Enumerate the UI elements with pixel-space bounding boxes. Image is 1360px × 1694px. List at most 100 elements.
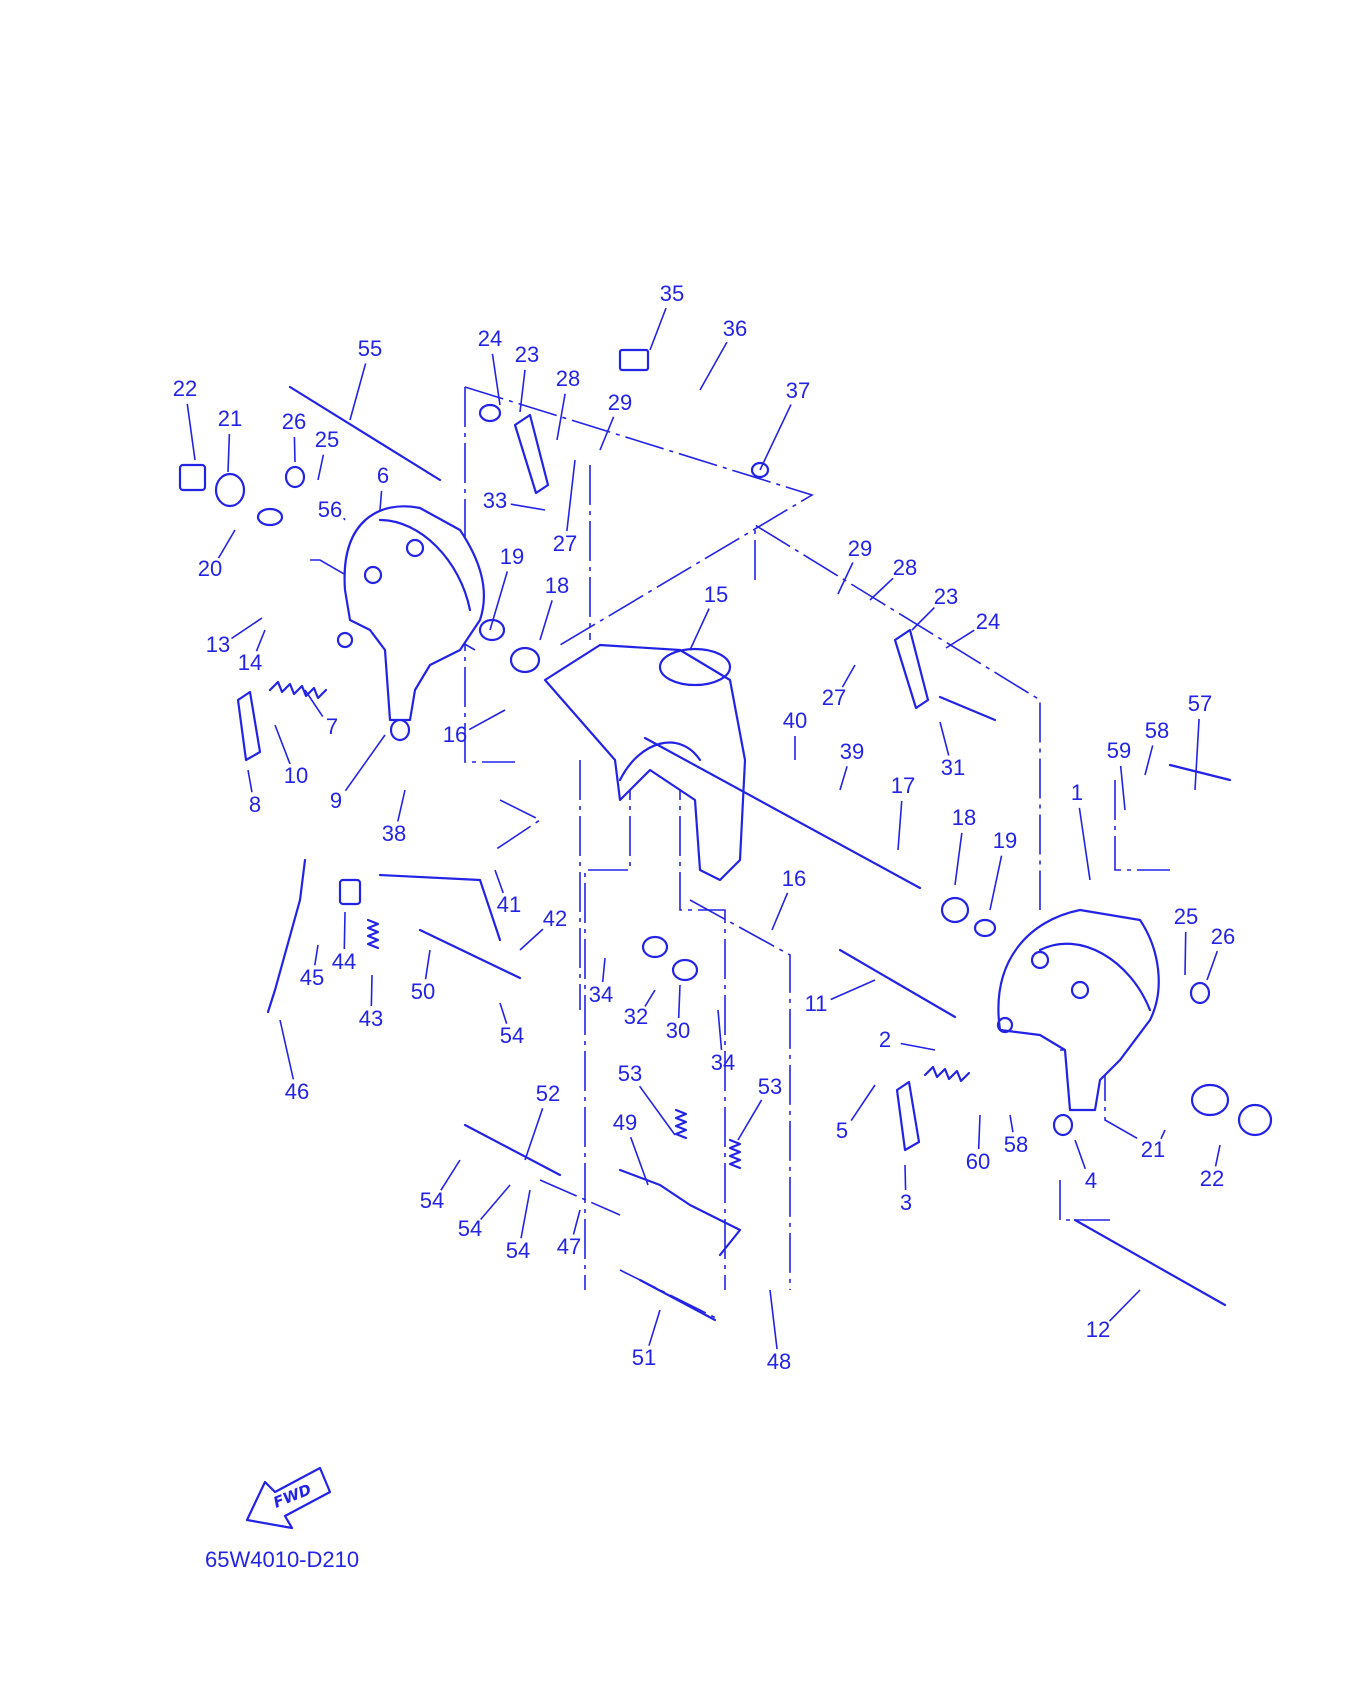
callout-label: 39 — [840, 739, 864, 764]
part-control-rod — [266, 858, 307, 1014]
callout-label: 56 — [318, 497, 342, 522]
callout-label: 55 — [358, 336, 382, 361]
callout-label: 44 — [332, 949, 356, 974]
callout-label: 26 — [1211, 924, 1235, 949]
callout-label: 24 — [478, 326, 502, 351]
callout-leader — [227, 433, 231, 473]
callout-leader — [397, 789, 406, 822]
callout-label: 26 — [282, 409, 306, 434]
callout-label: 16 — [443, 722, 467, 747]
callout-label: 23 — [934, 584, 958, 609]
callout-leader — [954, 832, 963, 886]
callout-label: 35 — [660, 281, 684, 306]
callout-label: 27 — [553, 531, 577, 556]
part-springs — [268, 680, 971, 1170]
callout-label: 18 — [952, 805, 976, 830]
callout-label: 21 — [218, 406, 242, 431]
part-small-hardware — [178, 348, 1273, 1137]
callout-leader — [247, 769, 253, 793]
callout-leader — [699, 341, 728, 391]
callout-leader — [837, 562, 854, 595]
callout-leader — [1206, 950, 1219, 981]
callout-leader — [989, 855, 1003, 911]
callout-label: 34 — [589, 982, 613, 1007]
callout-leader — [689, 608, 710, 651]
callout-label: 33 — [483, 488, 507, 513]
callout-label: 19 — [993, 828, 1017, 853]
callout-leader — [649, 307, 667, 351]
callout-leader — [717, 1009, 723, 1051]
callout-leader — [850, 1084, 876, 1121]
callout-label: 13 — [206, 632, 230, 657]
callout-label: 42 — [543, 906, 567, 931]
callout-label: 22 — [1200, 1166, 1224, 1191]
part-shafts — [288, 385, 1232, 1322]
callout-leader — [911, 607, 935, 631]
callout-label: 12 — [1086, 1317, 1110, 1342]
callout-label: 31 — [941, 755, 965, 780]
callout-leader — [370, 974, 373, 1007]
callout-label: 60 — [966, 1149, 990, 1174]
callout-leader — [494, 869, 504, 894]
callout-leader — [759, 404, 792, 471]
callout-leader — [468, 709, 506, 731]
callout-leader — [379, 490, 383, 511]
callout-leader — [279, 1019, 295, 1080]
callout-leader — [1009, 1114, 1014, 1133]
callout-leader — [349, 363, 367, 421]
callout-leader — [945, 629, 975, 649]
callout-label: 40 — [783, 708, 807, 733]
callout-label: 16 — [782, 866, 806, 891]
callout-leader — [556, 393, 566, 441]
callout-leader — [1078, 807, 1091, 881]
callout-label: 54 — [506, 1238, 530, 1263]
callout-label: 47 — [557, 1234, 581, 1259]
callout-label: 58 — [1145, 718, 1169, 743]
callout-leader — [601, 957, 606, 983]
callout-label: 25 — [315, 427, 339, 452]
diagram-code: 65W4010-D210 — [205, 1547, 359, 1572]
callout-label: 46 — [285, 1079, 309, 1104]
callout-label: 29 — [608, 390, 632, 415]
callout-leader — [771, 892, 789, 931]
callout-leader — [440, 1159, 461, 1191]
callout-label: 1 — [1071, 780, 1083, 805]
part-right-bracket — [996, 908, 1160, 1112]
callout-leader — [1184, 931, 1187, 976]
callout-leader — [977, 1114, 981, 1150]
callout-label: 57 — [1188, 691, 1212, 716]
part-left-bracket — [336, 505, 485, 722]
callout-label: 58 — [1004, 1132, 1028, 1157]
callout-label: 19 — [500, 544, 524, 569]
callout-label: 37 — [786, 378, 810, 403]
callout-leader — [1074, 1139, 1087, 1170]
part-swivel-bracket — [543, 643, 747, 882]
callout-leader — [520, 1189, 531, 1239]
callout-leader — [1214, 1144, 1221, 1167]
callout-leader — [424, 949, 431, 980]
callout-leader — [317, 454, 325, 481]
callout-label: 7 — [326, 714, 338, 739]
callout-leader — [841, 664, 856, 688]
callout-leader — [344, 734, 386, 792]
callout-leader — [343, 517, 346, 521]
callout-label: 5 — [836, 1118, 848, 1143]
callout-leader — [939, 721, 950, 756]
callout-label: 38 — [382, 821, 406, 846]
callout-label: 23 — [515, 342, 539, 367]
callout-label: 15 — [704, 582, 728, 607]
callout-leader — [491, 353, 501, 406]
callout-leader — [644, 989, 656, 1007]
callout-leader — [1108, 1289, 1141, 1322]
callout-leader — [519, 369, 526, 413]
callout-leader — [1144, 745, 1154, 776]
callout-label: 25 — [1174, 904, 1198, 929]
callout-label: 4 — [1085, 1168, 1097, 1193]
callout-label: 27 — [822, 685, 846, 710]
callout-label: 45 — [300, 965, 324, 990]
callout-label: 30 — [666, 1018, 690, 1043]
callout-leader — [900, 1042, 936, 1051]
fwd-arrow-icon: FWD — [245, 1466, 332, 1530]
callout-leader — [304, 689, 324, 718]
